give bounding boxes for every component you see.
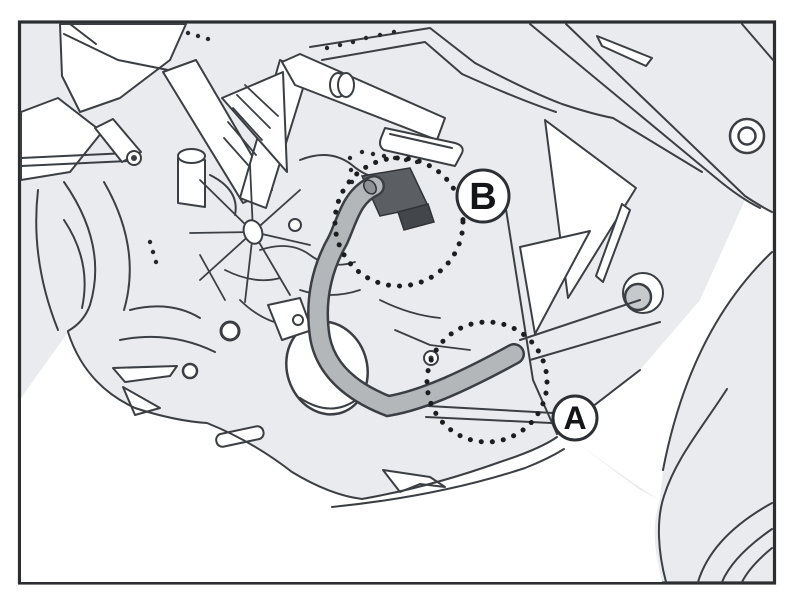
callout-b: B — [455, 168, 511, 224]
callout-a-label: A — [563, 400, 586, 436]
upper-mount-dotted-circle — [332, 155, 466, 289]
subframe-blade — [595, 203, 631, 283]
lower-mount-dotted-circle — [424, 319, 550, 445]
tube-end-cap — [363, 179, 377, 195]
bottom-right-white-area — [557, 200, 772, 500]
upper-mount-connector-shadow — [397, 203, 435, 231]
rail-highlight-sliver — [596, 35, 653, 67]
callout-a: A — [551, 394, 599, 442]
callout-b-label: B — [469, 176, 496, 218]
engine-guard-assembly — [307, 167, 558, 435]
topleft-white-shape — [59, 23, 187, 113]
bottom-white-area — [21, 332, 662, 582]
guard-tube — [309, 177, 523, 415]
frame-washer-inner — [737, 126, 757, 146]
subframe-triangle-2 — [519, 230, 591, 335]
frame-hole — [623, 282, 653, 312]
shift-lever-blade — [382, 469, 446, 493]
left-white-band — [20, 97, 103, 181]
